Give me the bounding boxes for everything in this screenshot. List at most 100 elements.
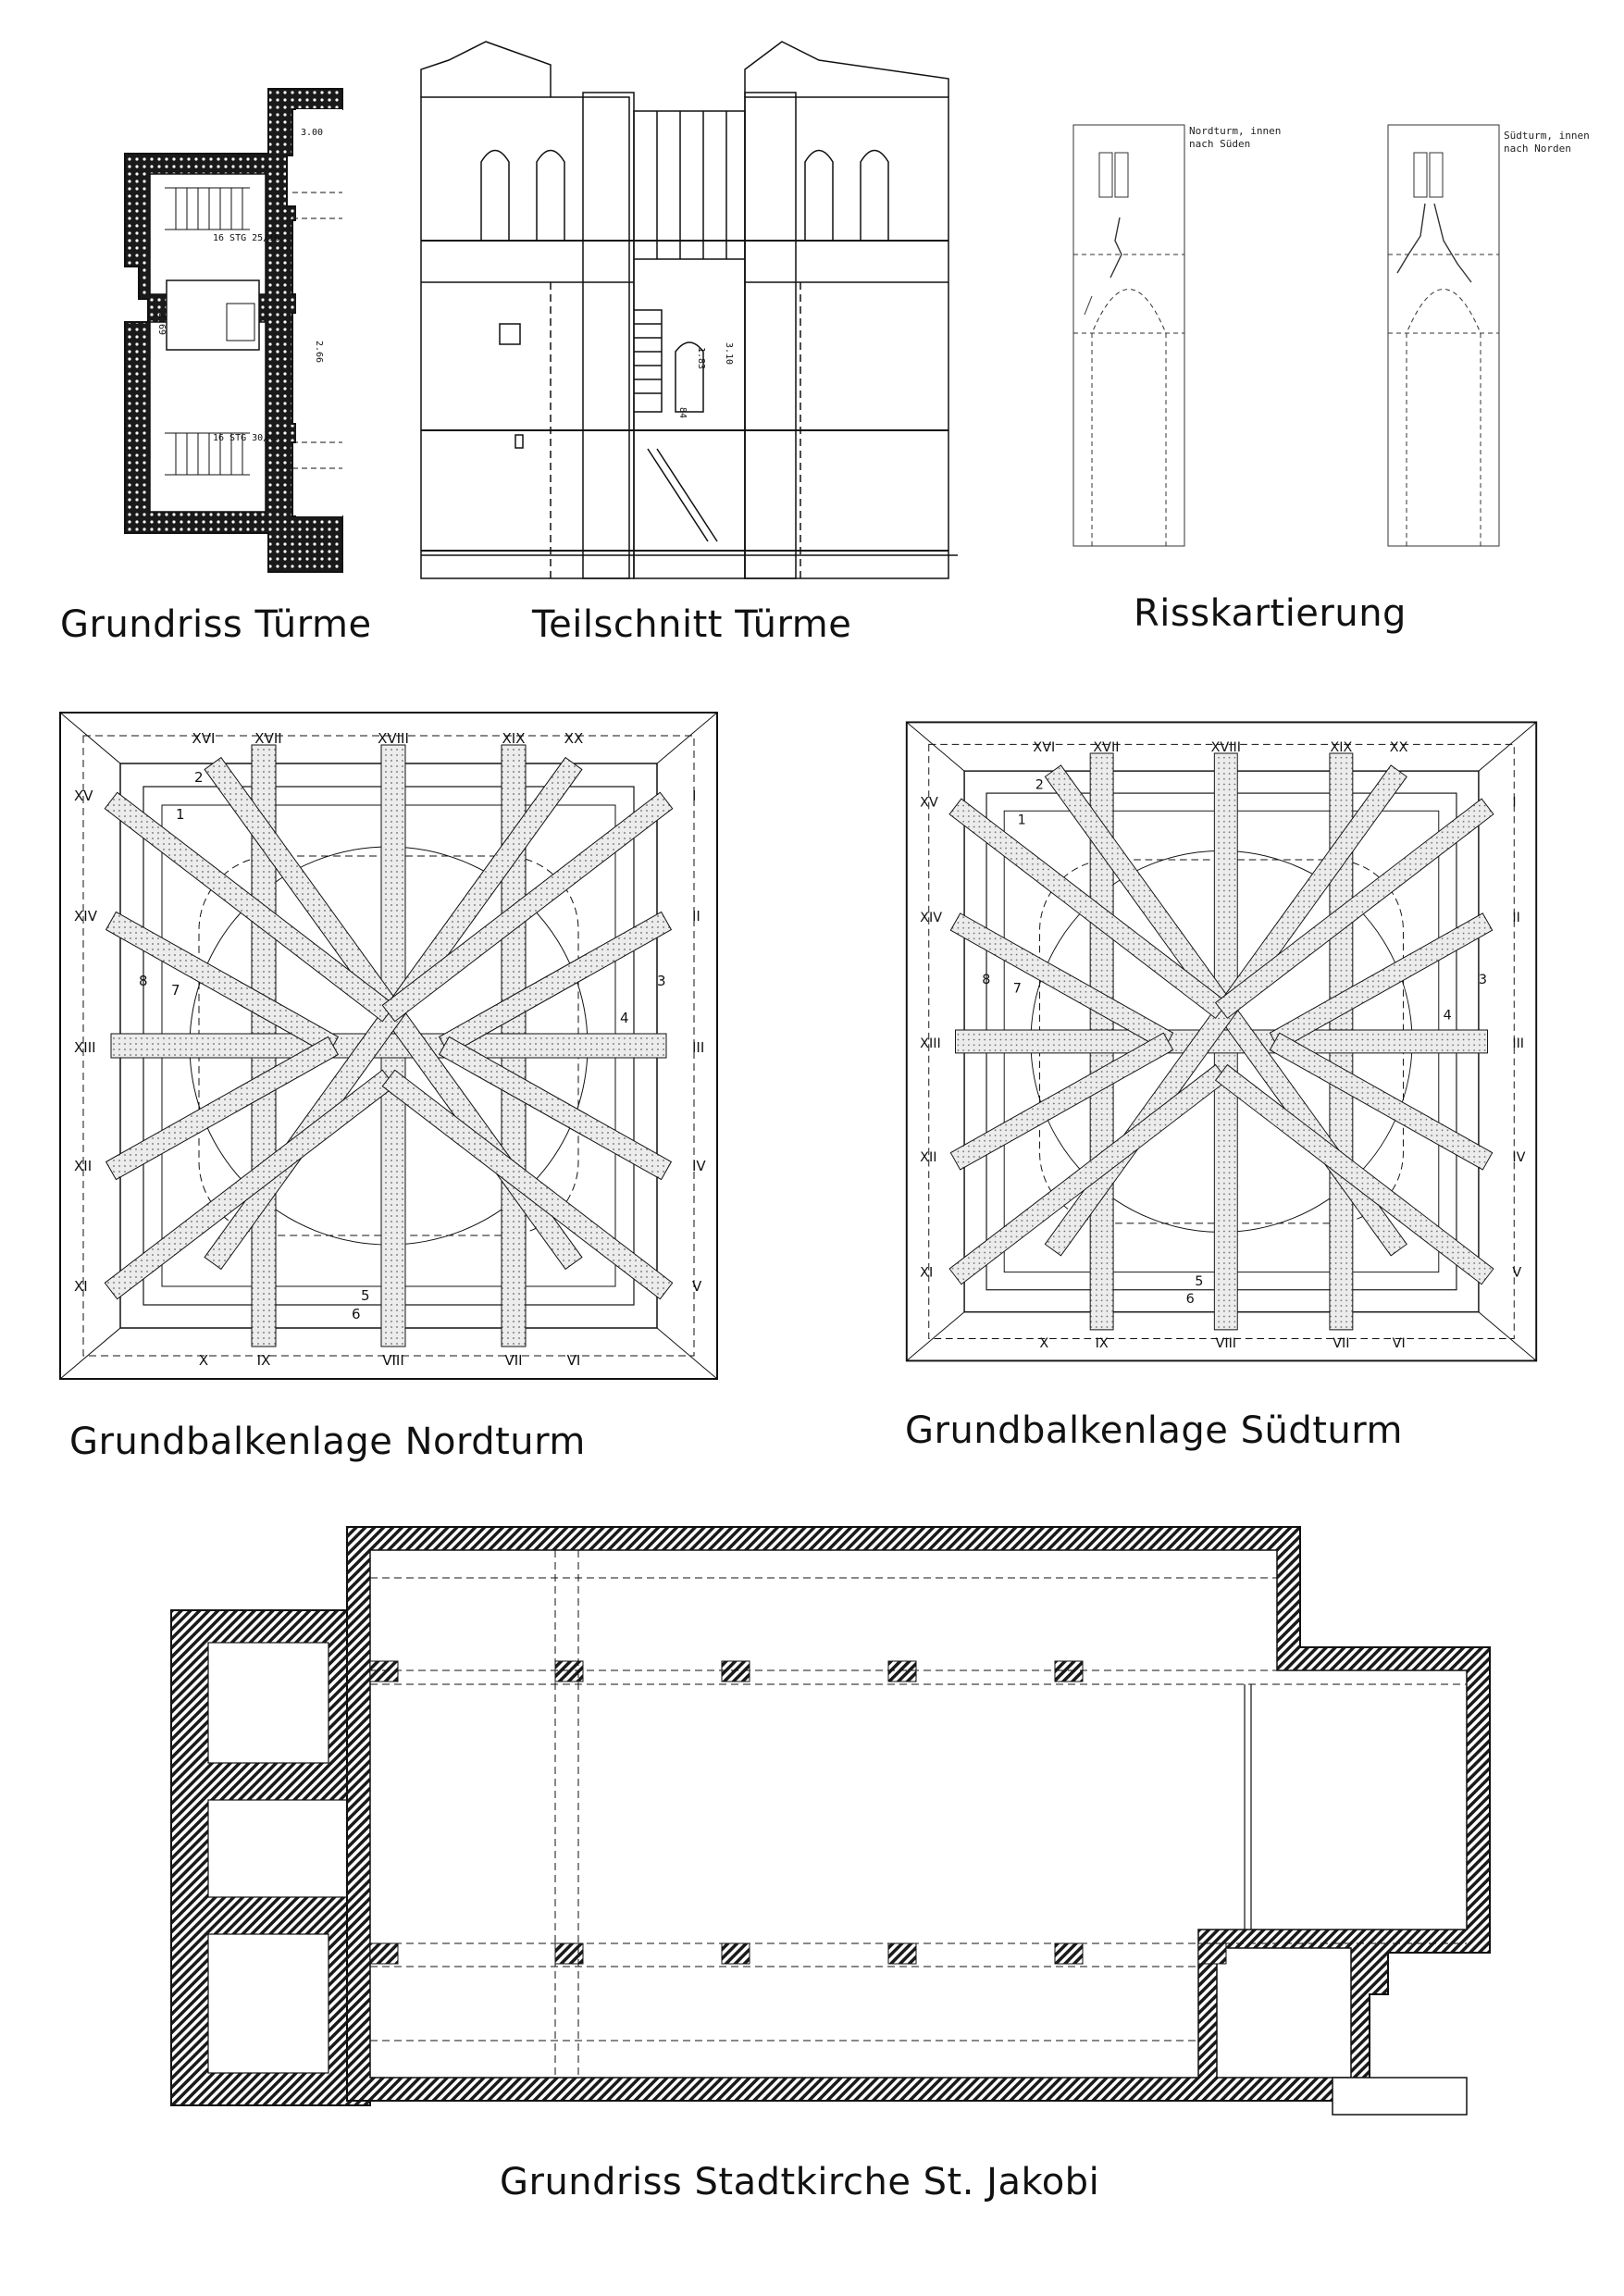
ring-label: 5 bbox=[361, 1287, 370, 1304]
corner-line bbox=[656, 712, 718, 764]
beam-label-right: V bbox=[692, 1278, 702, 1295]
beam-label-bottom: VII bbox=[504, 1352, 522, 1369]
beam-label-left: XIV bbox=[920, 911, 942, 925]
beam-diagonal bbox=[1269, 912, 1494, 1051]
tower-section-drawing: 1.83 3.10 84 bbox=[420, 41, 958, 579]
caption-grundbalken-nord: Grundbalkenlage Nordturm bbox=[69, 1421, 586, 1463]
beam-diagonal bbox=[1214, 1063, 1494, 1285]
outer-frame bbox=[59, 712, 718, 1380]
crack-mapping-drawing: Nordturm, innen nach Süden Südturm, inne… bbox=[1072, 124, 1590, 547]
ring-label: 8 bbox=[139, 973, 148, 989]
ring-label: 4 bbox=[620, 1010, 629, 1026]
stair-label-top: 16 STG 25/16 bbox=[213, 233, 279, 243]
beam-diagonal bbox=[1269, 1032, 1494, 1171]
nord-label-2: nach Süden bbox=[1189, 138, 1250, 150]
beam-label-bottom: X bbox=[1039, 1336, 1048, 1351]
beam-label-right: III bbox=[692, 1039, 704, 1056]
outer-frame bbox=[905, 721, 1538, 1362]
ring-label: 3 bbox=[1479, 973, 1487, 987]
beam-diagonal bbox=[105, 911, 340, 1056]
beam-label-right: III bbox=[1512, 1036, 1524, 1051]
dim-left: 2.69 bbox=[156, 313, 167, 335]
ring-label: 1 bbox=[1018, 813, 1026, 828]
beam-label-left: XIV bbox=[74, 908, 98, 925]
beam-diagonal bbox=[1214, 798, 1494, 1019]
dim-middle: 2.66 bbox=[314, 341, 324, 363]
beam-diagonal bbox=[438, 1036, 673, 1181]
beam-diagonal bbox=[438, 911, 673, 1056]
beam-label-bottom: VIII bbox=[382, 1352, 404, 1369]
ring-label: 8 bbox=[982, 973, 990, 987]
corner-line bbox=[59, 712, 121, 764]
beam-label-bottom: VI bbox=[1393, 1336, 1406, 1351]
dim-top: 3.00 bbox=[301, 128, 323, 138]
beam-label-top: XVI bbox=[192, 730, 216, 747]
beam-diagonal bbox=[948, 1063, 1229, 1285]
beam-diagonal bbox=[381, 1069, 674, 1300]
dim-c: 84 bbox=[677, 407, 688, 418]
ring-label: 6 bbox=[352, 1306, 361, 1322]
ring-label: 4 bbox=[1444, 1008, 1452, 1023]
beam-label-bottom: IX bbox=[257, 1352, 271, 1369]
beam-diagonal bbox=[105, 1036, 340, 1181]
beam-label-left: XI bbox=[920, 1265, 933, 1280]
beam-label-left: XV bbox=[920, 795, 938, 810]
ring-label: 5 bbox=[1195, 1274, 1203, 1289]
crack-mapping: Nordturm, innen nach Süden Südturm, inne… bbox=[1064, 116, 1590, 551]
corner-line bbox=[59, 1327, 121, 1380]
sued-label-2: nach Norden bbox=[1504, 143, 1571, 155]
corner-line bbox=[1478, 722, 1537, 772]
corner-line bbox=[906, 722, 965, 772]
church-floorplan-drawing bbox=[170, 1526, 1491, 2116]
corner-line bbox=[656, 1327, 718, 1380]
ring-label: 2 bbox=[194, 769, 204, 786]
tower-floorplan: 3.00 2.66 2.69 16 STG 25/16 16 STG 30/..… bbox=[111, 81, 361, 581]
stair-label-bottom: 16 STG 30/... bbox=[213, 433, 285, 443]
ring-label: 1 bbox=[176, 806, 185, 823]
beam-label-left: XII bbox=[74, 1158, 92, 1174]
caption-teilschnitt-tuerme: Teilschnitt Türme bbox=[532, 603, 852, 646]
ring-label: 7 bbox=[171, 982, 180, 999]
beam-label-top: XVIII bbox=[378, 730, 409, 747]
beam-label-left: XV bbox=[74, 788, 93, 804]
beam-label-bottom: VIII bbox=[1216, 1336, 1237, 1351]
beam-label-top: XIX bbox=[502, 730, 526, 747]
beam-label-top: XVIII bbox=[1211, 740, 1241, 755]
beam-diagonal bbox=[381, 791, 674, 1023]
beam-label-left: XI bbox=[74, 1278, 88, 1295]
beam-label-right: IV bbox=[692, 1158, 706, 1174]
ring-label: 2 bbox=[1035, 777, 1044, 792]
dim-a: 1.83 bbox=[696, 347, 706, 369]
beam-label-right: II bbox=[692, 908, 700, 925]
dashed-frame bbox=[928, 743, 1515, 1339]
tower-section: 1.83 3.10 84 bbox=[412, 41, 967, 579]
beam-label-left: XIII bbox=[74, 1039, 96, 1056]
beam-label-bottom: X bbox=[199, 1352, 208, 1369]
beam-label-bottom: VII bbox=[1333, 1336, 1349, 1351]
beam-diagonal bbox=[104, 1069, 396, 1300]
caption-grundbalken-sued: Grundbalkenlage Südturm bbox=[905, 1409, 1403, 1452]
ring-label: 6 bbox=[1186, 1292, 1195, 1307]
beam-label-top: XIX bbox=[1330, 740, 1352, 755]
nord-label-1: Nordturm, innen bbox=[1189, 125, 1281, 137]
beam-label-right: IV bbox=[1512, 1150, 1525, 1165]
beam-label-top: XVII bbox=[254, 730, 281, 747]
dim-b: 3.10 bbox=[724, 342, 734, 365]
beam-diagonal bbox=[949, 912, 1174, 1051]
sued-label-1: Südturm, innen bbox=[1504, 130, 1590, 142]
beam-label-right: I bbox=[1512, 795, 1516, 810]
ring-label: 7 bbox=[1013, 982, 1022, 997]
beam-label-bottom: IX bbox=[1096, 1336, 1109, 1351]
caption-grundriss-tuerme: Grundriss Türme bbox=[60, 603, 372, 646]
beam-label-right: II bbox=[1512, 911, 1519, 925]
beam-label-left: XIII bbox=[920, 1036, 941, 1051]
corner-line bbox=[1478, 1311, 1537, 1361]
caption-risskartierung: Risskartierung bbox=[1134, 592, 1407, 635]
beam-label-top: XX bbox=[564, 730, 584, 747]
corner-line bbox=[906, 1311, 965, 1361]
beam-label-top: XX bbox=[1390, 740, 1408, 755]
tower-floorplan-drawing: 3.00 2.66 2.69 16 STG 25/16 16 STG 30/..… bbox=[124, 88, 343, 573]
beam-label-bottom: VI bbox=[567, 1352, 581, 1369]
